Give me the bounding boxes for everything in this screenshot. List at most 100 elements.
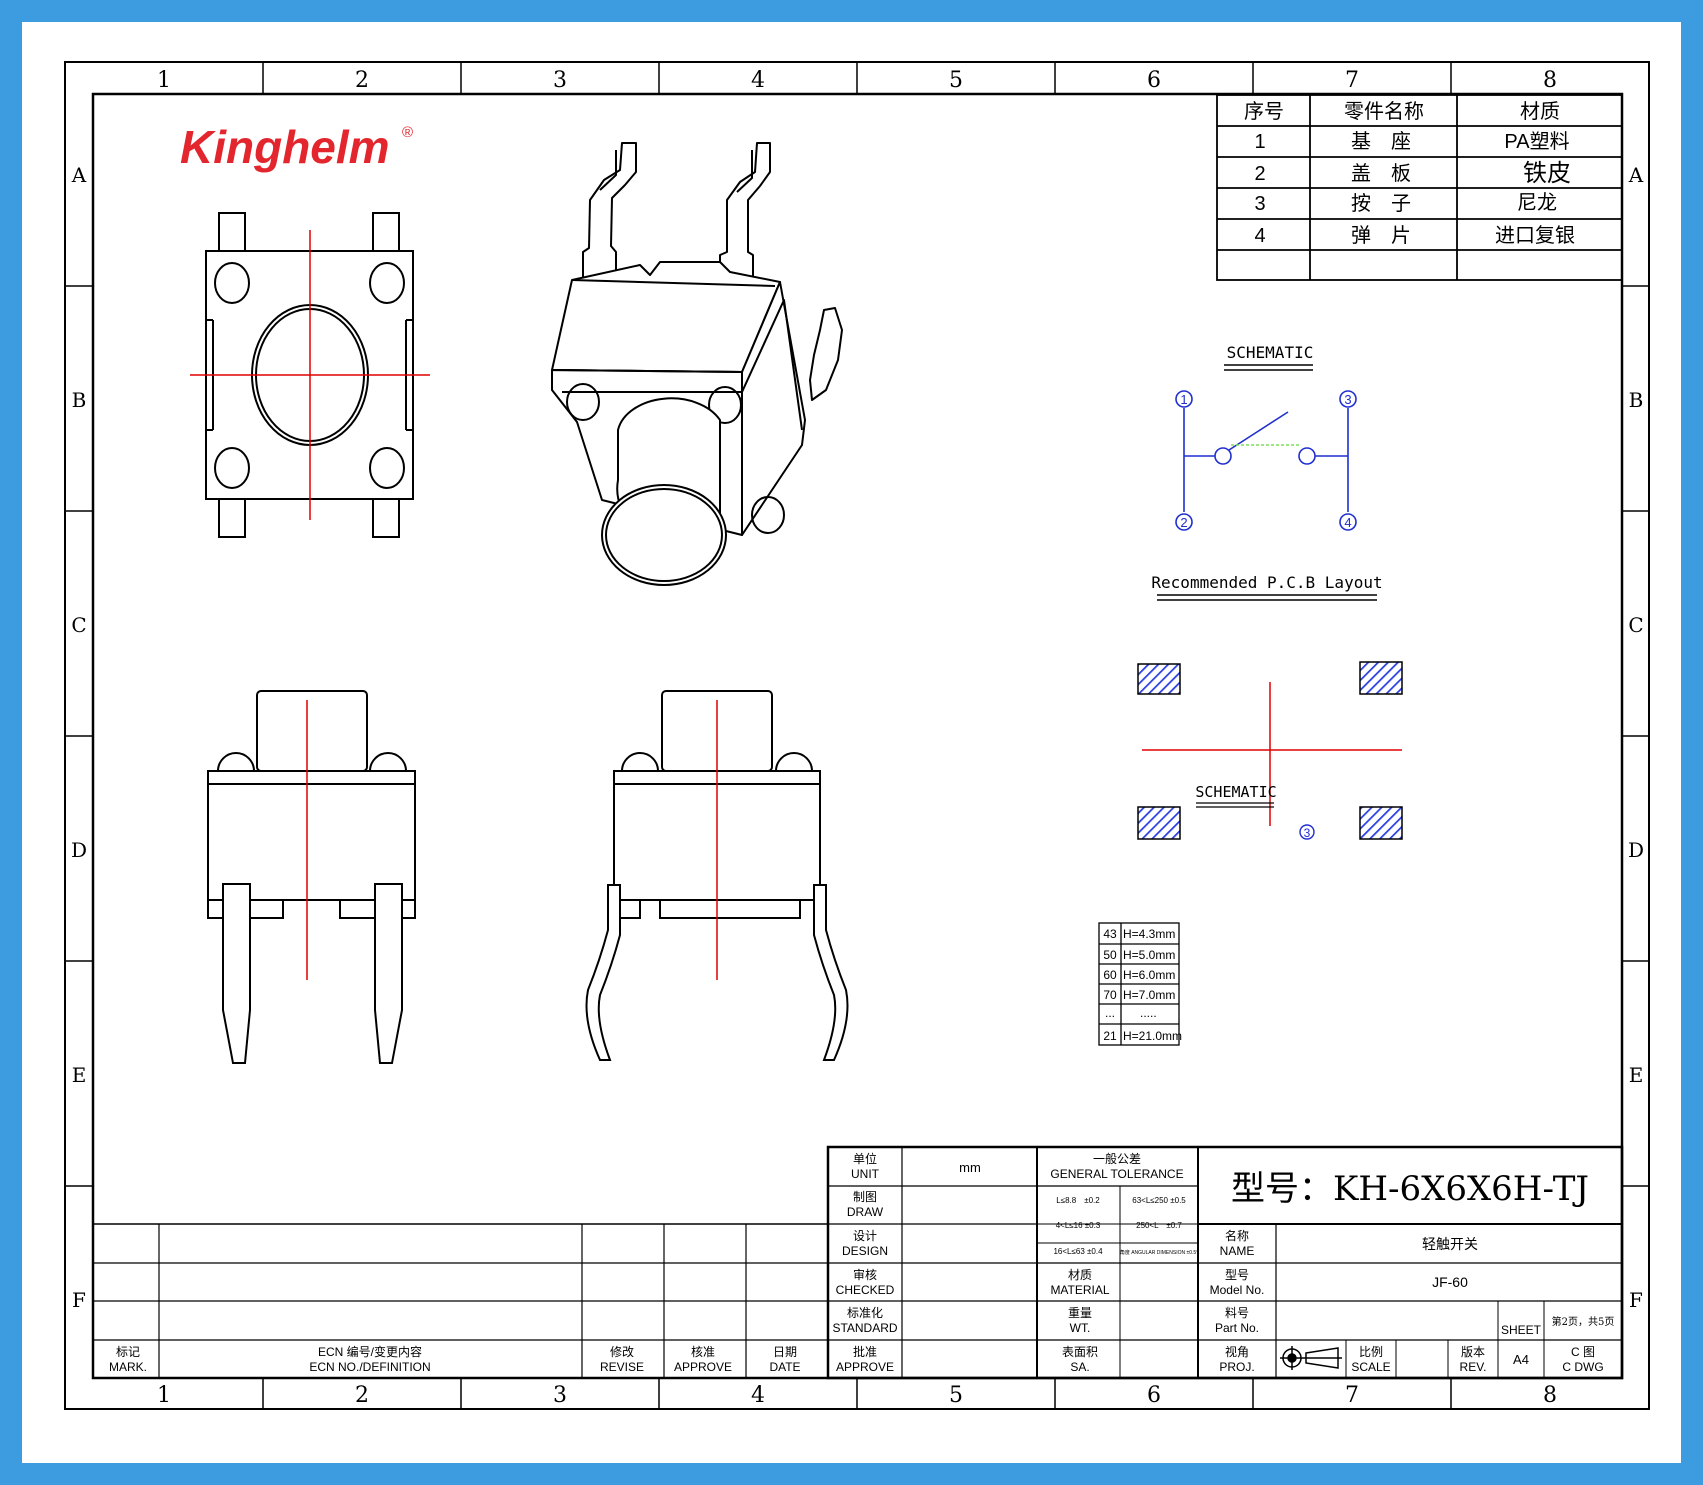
- standard-label-en: STANDARD: [832, 1321, 897, 1335]
- materials-cell-material: PA塑料: [1504, 130, 1569, 153]
- column-dividers: [262, 62, 1452, 1409]
- approve-label-en: APPROVE: [836, 1360, 894, 1374]
- materials-cell-material: 进口复银: [1495, 223, 1575, 247]
- row-label-left: E: [72, 1063, 87, 1087]
- col-label-top: 8: [1543, 68, 1557, 93]
- surface-label-cn: 表面积: [1062, 1345, 1098, 1359]
- top-view-drawing: [190, 212, 430, 538]
- height-value: H=7.0mm: [1123, 988, 1175, 1002]
- unit-label-en: UNIT: [851, 1167, 880, 1181]
- col-label-top: 1: [157, 68, 171, 93]
- part-no-label-cn: 料号: [1225, 1306, 1249, 1320]
- sheet-label: SHEET: [1501, 1323, 1542, 1337]
- ecn-label-en: ECN NO./DEFINITION: [309, 1360, 430, 1374]
- materials-header: 序号: [1244, 99, 1284, 123]
- row-dividers: [65, 285, 1649, 1187]
- rev-label-en: REV.: [1460, 1360, 1487, 1374]
- title-block: [93, 1145, 1624, 1380]
- logo-text: Kinghelm: [180, 121, 390, 173]
- name-label-cn: 名称: [1225, 1228, 1249, 1243]
- col-label-bottom: 5: [949, 1383, 963, 1408]
- col-label-top: 2: [355, 68, 369, 93]
- dwg-label-en: C DWG: [1562, 1360, 1603, 1374]
- schematic-pin-label: 2: [1180, 515, 1187, 530]
- row-label-right: F: [1629, 1288, 1643, 1312]
- col-label-top: 5: [949, 68, 963, 93]
- col-label-bottom: 3: [553, 1383, 567, 1408]
- height-code: 60: [1103, 968, 1117, 982]
- materials-cell-name: 盖 板: [1351, 161, 1411, 185]
- col-label-top: 4: [751, 68, 765, 93]
- tolerance-label-cn: 一般公差: [1093, 1151, 1141, 1166]
- tolerance-value: L≤8.8 ±0.2: [1056, 1196, 1100, 1205]
- materials-cell-name: 按 子: [1351, 191, 1411, 215]
- material-label-en: MATERIAL: [1050, 1283, 1109, 1297]
- mark-label-en: MARK.: [109, 1360, 147, 1374]
- model-no-label-cn: 型号: [1225, 1268, 1249, 1282]
- height-value: H=5.0mm: [1123, 948, 1175, 962]
- mark-label-cn: 标记: [116, 1345, 140, 1359]
- materials-cell-material: 铁皮: [1523, 159, 1571, 187]
- pcb-overlay-title: SCHEMATIC: [1195, 783, 1276, 801]
- surface-label-en: SA.: [1070, 1360, 1089, 1374]
- tolerance-value: 4<L≤16 ±0.3: [1056, 1221, 1101, 1230]
- checked-label-en: CHECKED: [836, 1283, 895, 1297]
- unit-value: mm: [959, 1160, 981, 1175]
- revise-label-en: REVISE: [600, 1360, 644, 1374]
- row-label-right: B: [1629, 388, 1644, 412]
- model-no-value: JF-60: [1432, 1274, 1468, 1290]
- row-label-right: D: [1628, 838, 1644, 862]
- model-title: 型号：KH-6X6X6H-TJ: [1231, 1169, 1589, 1209]
- rev-label-cn: 版本: [1461, 1345, 1485, 1359]
- height-code: ...: [1105, 1006, 1115, 1020]
- row-label-left: C: [71, 613, 86, 637]
- front-view-drawing: [207, 690, 416, 1064]
- material-label-cn: 材质: [1068, 1268, 1092, 1282]
- col-label-bottom: 4: [751, 1383, 765, 1408]
- draw-label-en: DRAW: [847, 1205, 884, 1219]
- design-label-en: DESIGN: [842, 1244, 888, 1258]
- row-label-right: C: [1628, 613, 1643, 637]
- scale-label-en: SCALE: [1351, 1360, 1390, 1374]
- materials-cell-name: 弹 片: [1351, 223, 1411, 247]
- materials-cell-name: 基 座: [1351, 129, 1411, 153]
- name-label-en: NAME: [1220, 1244, 1255, 1258]
- height-code: 50: [1103, 948, 1117, 962]
- height-value: .....: [1140, 1006, 1157, 1020]
- row-label-left: B: [72, 388, 87, 412]
- approve-label-cn: 批准: [853, 1344, 877, 1359]
- materials-cell-material: 尼龙: [1517, 190, 1557, 214]
- scale-label-cn: 比例: [1359, 1345, 1383, 1359]
- revise-label-cn: 修改: [610, 1344, 634, 1359]
- isometric-view-drawing: [551, 142, 843, 586]
- projection-icon: [1280, 1346, 1342, 1370]
- col-label-bottom: 8: [1543, 1383, 1557, 1408]
- schematic-title: SCHEMATIC: [1227, 343, 1314, 362]
- height-code: 43: [1103, 927, 1117, 941]
- model-no-label-en: Model No.: [1210, 1283, 1265, 1297]
- materials-table: 序号 零件名称 材质 1 基 座 PA塑料 2 盖 板 铁皮 3 按 子 尼龙 …: [1216, 94, 1623, 281]
- pcb-title: Recommended P.C.B Layout: [1151, 573, 1382, 592]
- pcb-pin-label: 3: [1304, 826, 1311, 840]
- revision-approve-label-en: APPROVE: [674, 1360, 732, 1374]
- date-label-cn: 日期: [773, 1345, 797, 1359]
- ecn-label-cn: ECN 编号/变更内容: [318, 1344, 422, 1359]
- materials-header: 零件名称: [1344, 99, 1424, 123]
- height-table: 43 H=4.3mm 50 H=5.0mm 60 H=6.0mm 70 H=7.…: [1098, 922, 1182, 1046]
- proj-label-en: PROJ.: [1219, 1360, 1254, 1374]
- tolerance-value: 250<L ±0.7: [1136, 1221, 1182, 1230]
- materials-header: 材质: [1520, 99, 1560, 123]
- tolerance-label-en: GENERAL TOLERANCE: [1050, 1167, 1183, 1181]
- part-no-label-en: Part No.: [1215, 1321, 1259, 1335]
- schematic-pin-label: 1: [1180, 392, 1187, 407]
- sheet-value: 第2页，共5页: [1552, 1315, 1615, 1328]
- schematic-pin-label: 3: [1344, 392, 1351, 407]
- row-label-right: E: [1629, 1063, 1644, 1087]
- row-label-left: A: [71, 163, 87, 187]
- row-label-left: D: [71, 838, 87, 862]
- revision-approve-label-cn: 核准: [691, 1345, 715, 1359]
- height-value: H=21.0mm: [1123, 1029, 1182, 1043]
- materials-cell-no: 4: [1254, 225, 1265, 247]
- materials-cell-no: 2: [1254, 163, 1265, 185]
